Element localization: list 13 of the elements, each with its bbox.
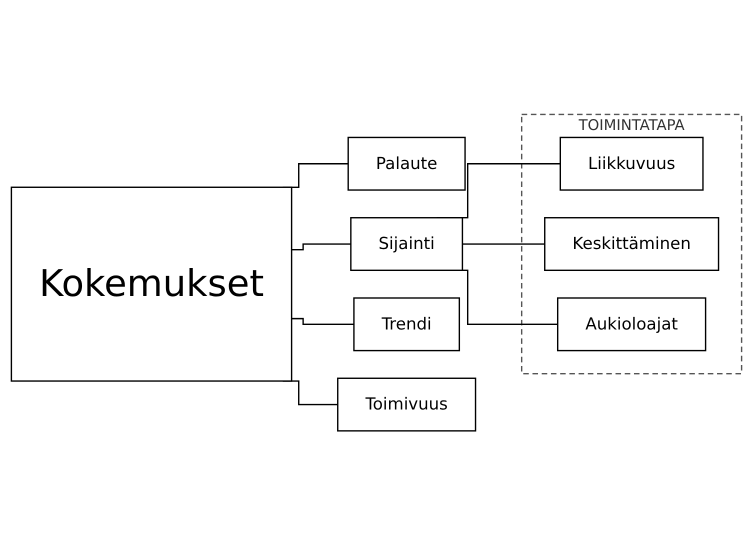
connector [462, 243, 545, 245]
connector [292, 243, 351, 250]
node-box [556, 297, 706, 352]
node-box [337, 377, 476, 432]
node-box [10, 186, 292, 382]
node-box [353, 297, 460, 352]
cluster [520, 114, 742, 374]
node-box [544, 216, 720, 271]
node-box [348, 136, 466, 191]
connector [292, 318, 354, 325]
diagram: TOIMINTATAPA Kokemukset Palaute Sijainti Trendi Toimivuus Liikkuvuus Keskittäminen Aukioloajat [4, 106, 749, 438]
node-box [560, 136, 704, 191]
node-box [350, 216, 464, 271]
